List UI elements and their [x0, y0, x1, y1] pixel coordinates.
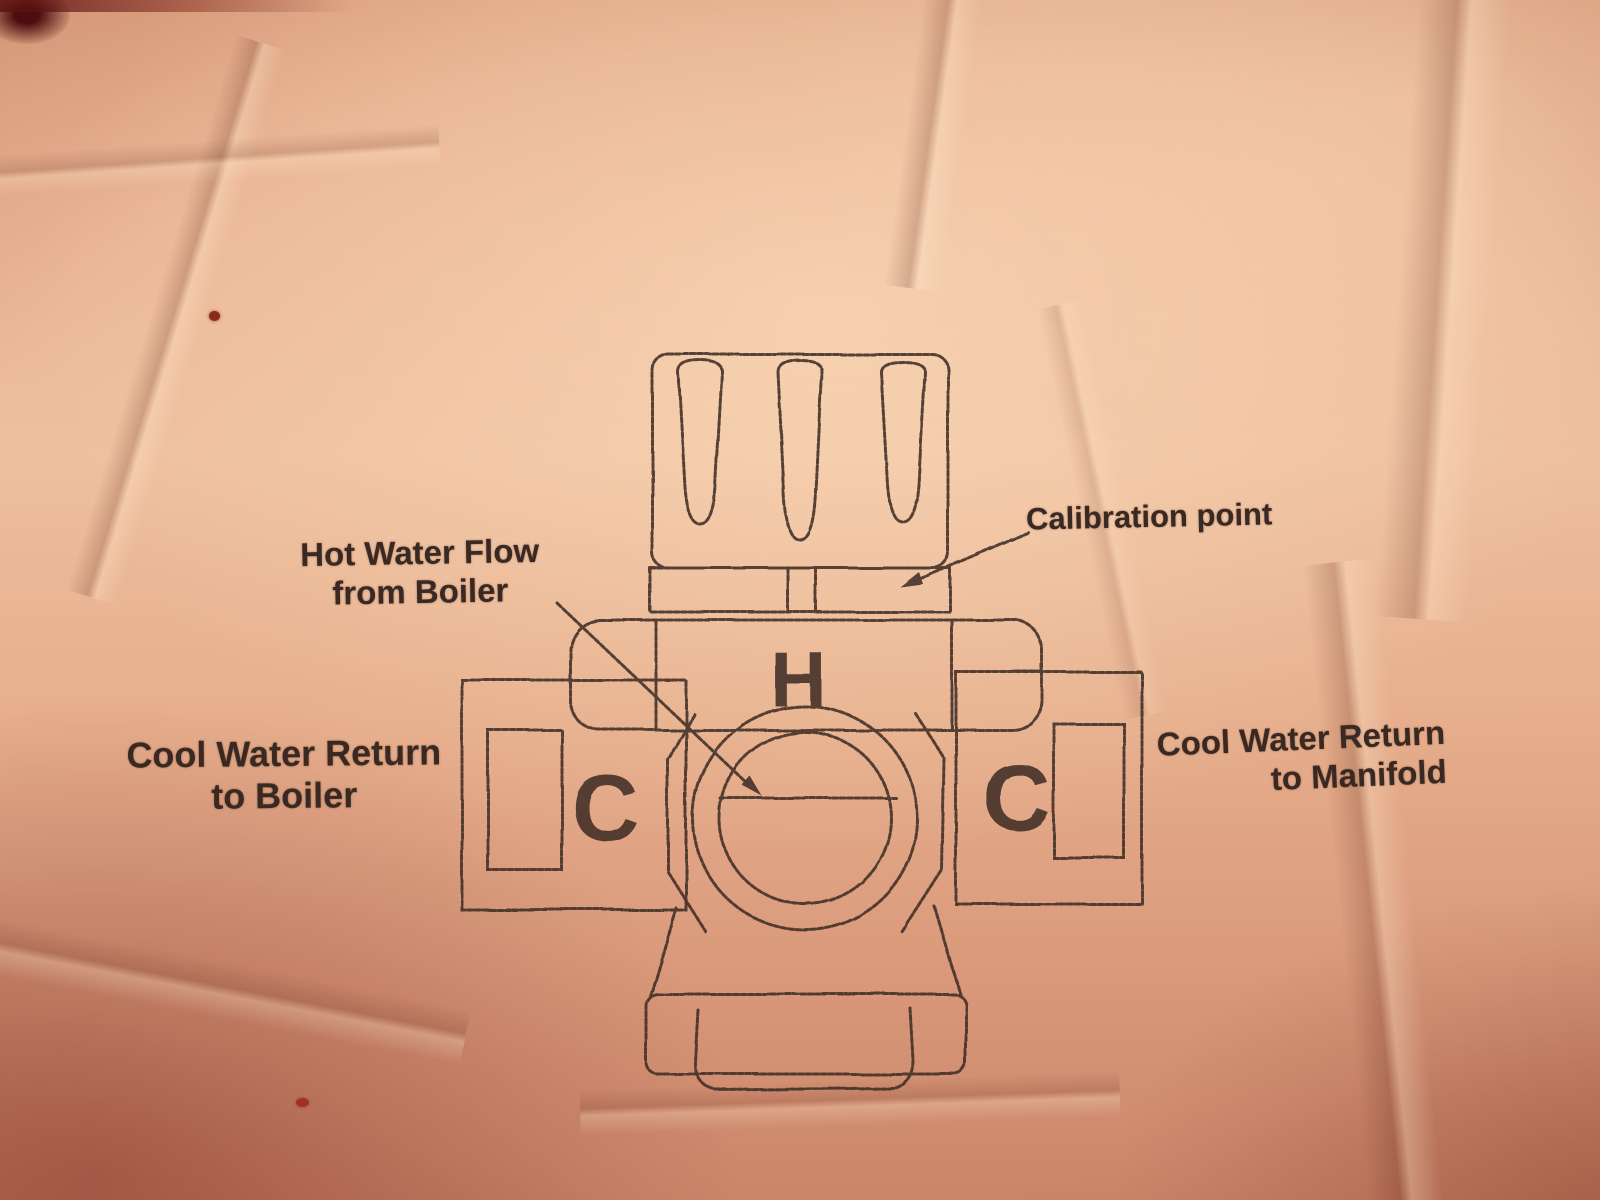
valve-body-bar	[568, 618, 1044, 732]
hot-water-flow-label-line2: from Boiler	[331, 571, 509, 612]
hot-water-flow-label: Hot Water Flow from Boiler	[271, 531, 568, 614]
calibration-leader-line	[906, 530, 1030, 586]
tailpiece-side	[648, 906, 678, 998]
cool-return-boiler-label-line2: to Boiler	[210, 774, 358, 818]
knob-collar	[648, 566, 952, 614]
port-letter-hot: H	[770, 635, 826, 723]
union-nut-inner-circle	[717, 730, 893, 906]
bottom-fitting	[693, 1006, 915, 1092]
knob-groove	[776, 358, 824, 542]
calibration-point-label: Calibration point	[1025, 496, 1273, 537]
cool-return-boiler-label-line1: Cool Water Return	[126, 731, 442, 776]
tailpiece-side	[932, 904, 962, 996]
right-port-flange	[954, 670, 1144, 906]
union-nut-outer-circle	[691, 704, 919, 932]
valve-line-art: H C C	[460, 352, 1144, 1092]
hot-water-leader-line	[554, 600, 754, 790]
union-nut-right-flat	[900, 712, 946, 934]
left-port-flange	[460, 678, 688, 912]
cool-return-boiler-label: Cool Water Return to Boiler	[108, 731, 461, 820]
cool-return-manifold-label: Cool Water Return to Manifold	[1148, 714, 1447, 804]
valve-knob-outline	[650, 352, 950, 570]
calibration-arrowhead	[900, 572, 923, 587]
hot-water-arrowhead	[742, 776, 762, 796]
bottom-nut	[644, 992, 968, 1076]
left-port-opening	[486, 728, 564, 872]
hot-water-flow-label-line1: Hot Water Flow	[299, 531, 540, 574]
port-letter-cold-left: C	[571, 755, 639, 860]
port-letter-cold-right: C	[983, 745, 1051, 850]
right-port-opening	[1052, 722, 1126, 860]
knob-groove	[879, 360, 927, 524]
knob-groove	[676, 358, 724, 526]
union-nut-left-flat	[666, 712, 708, 934]
